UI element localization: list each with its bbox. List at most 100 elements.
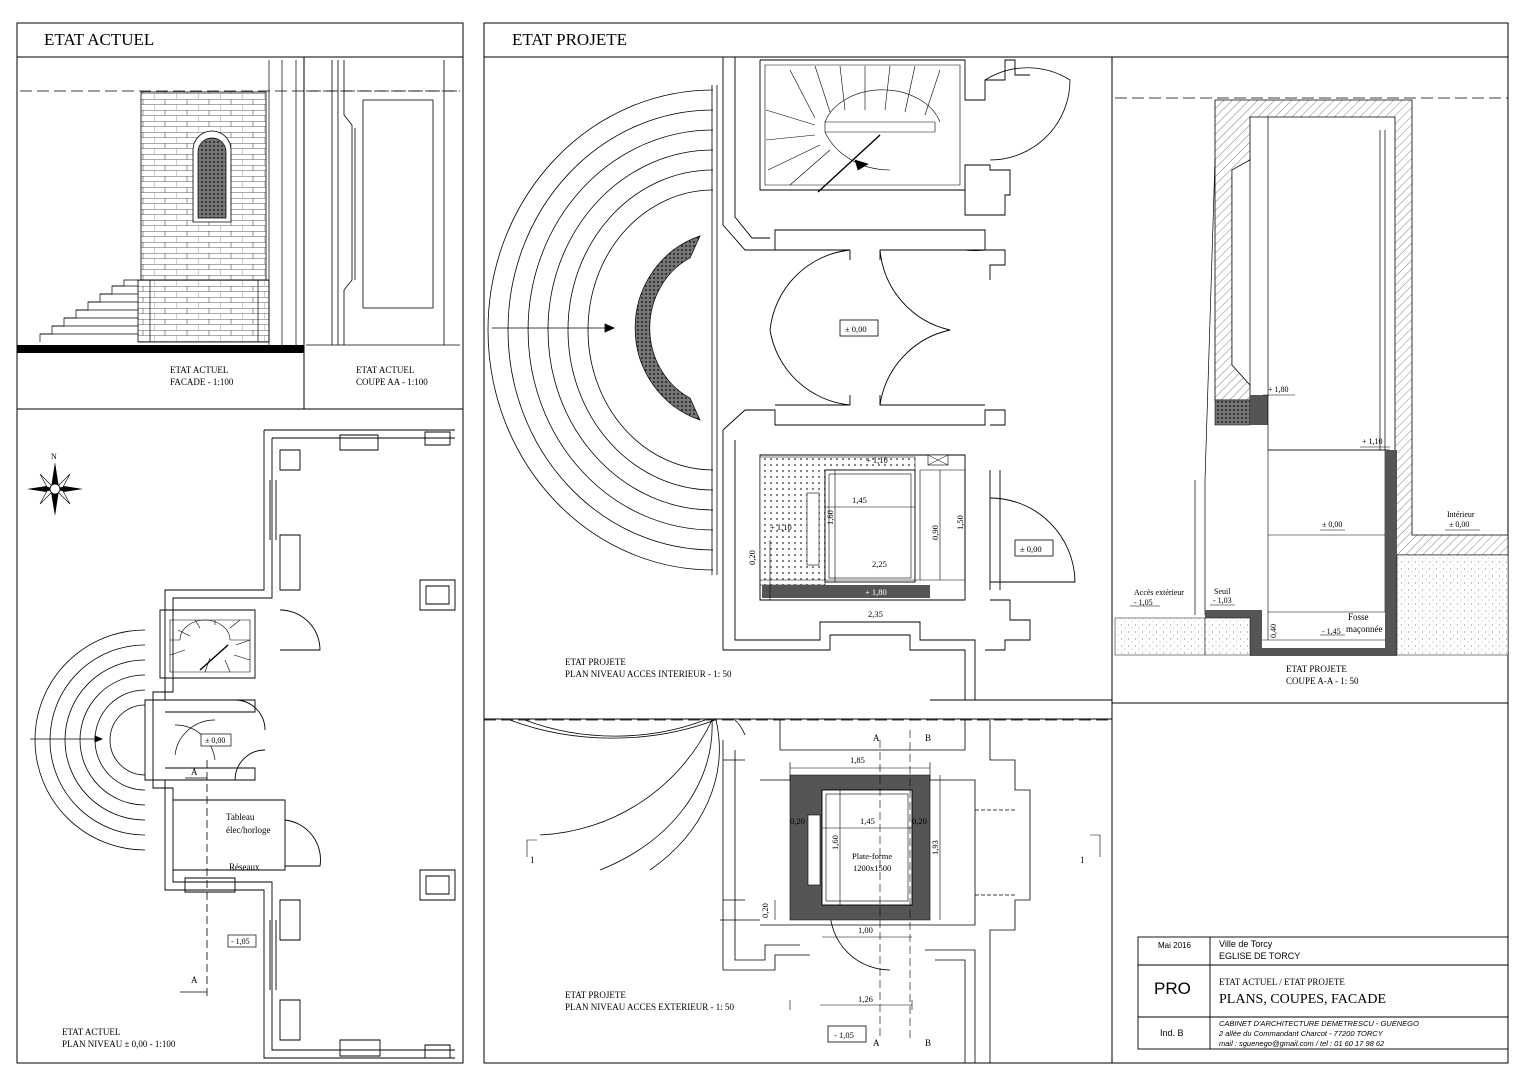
dim-int-225: 2,25	[872, 559, 887, 569]
plan-actuel-section-a	[180, 760, 208, 1000]
plan-actuel-stair	[169, 619, 251, 673]
plan-actuel-ext-level-box	[227, 934, 257, 948]
plan-actuel-walls	[144, 429, 456, 1059]
plan-interieur-level-right: ± 0,00	[1020, 544, 1042, 554]
title-phase: PRO	[1154, 979, 1191, 998]
plan-interieur-level: ± 0,00	[845, 324, 867, 334]
coupe-acces-ext: Accès extérieur	[1134, 588, 1184, 597]
caption-facade-2: FACADE - 1:100	[170, 377, 234, 387]
plan-interieur-arcs	[487, 85, 718, 575]
section-b-bottom: B	[925, 1038, 931, 1048]
title-block	[1137, 936, 1509, 1050]
plan-exterieur-level: - 1,05	[834, 1030, 854, 1040]
caption-plan-actuel-1: ETAT ACTUEL	[62, 1027, 120, 1037]
plan-actuel-arcs	[30, 629, 146, 851]
section-b-top: B	[925, 733, 931, 743]
dim-int-180: + 1,80	[865, 587, 887, 597]
dim-ext-020-bottom: 0,20	[760, 903, 770, 918]
plan-actuel-section-a-top: A	[191, 767, 198, 777]
north-label: N	[51, 452, 57, 461]
caption-plan-exterieur-1: ETAT PROJETE	[565, 990, 626, 1000]
dim-int-top: + 1,10	[866, 455, 888, 465]
coupe-d-040: 0,40	[1269, 624, 1278, 638]
caption-coupe-aa-2: COUPE AA - 1:100	[356, 377, 428, 387]
coupe-acces-ext-lvl: - 1,05	[1134, 598, 1153, 607]
dim-int-020: 0,20	[747, 550, 757, 565]
coupe-fosse-2: maçonnée	[1346, 624, 1382, 634]
coupe-seuil: Seuil	[1214, 587, 1231, 596]
plan-actuel-ext-level: - 1,05	[231, 937, 250, 946]
dim-ext-020-right: 0,20	[912, 816, 927, 826]
header-etat-projete: ETAT PROJETE	[512, 30, 627, 49]
title-client-1: Ville de Torcy	[1219, 939, 1273, 949]
dim-int-160: 1,60	[825, 510, 835, 525]
dim-ext-185: 1,85	[850, 755, 865, 765]
section-a-top: A	[873, 733, 880, 743]
title-date: Mai 2016	[1158, 941, 1191, 950]
plan-interieur-dims	[759, 470, 966, 601]
coupe-fosse-1: Fosse	[1348, 612, 1369, 622]
dim-int-235: 2,35	[868, 609, 883, 619]
caption-plan-interieur-1: ETAT PROJETE	[565, 657, 626, 667]
dim-int-left: + 1,10	[770, 522, 792, 532]
coupe-interieur-lvl: ± 0,00	[1449, 520, 1469, 529]
dim-int-145: 1,45	[852, 495, 867, 505]
dim-ext-160: 1,60	[830, 835, 840, 850]
title-main-1: ETAT ACTUEL / ETAT PROJETE	[1219, 977, 1345, 987]
coupe-interieur: Intérieur	[1447, 510, 1475, 519]
plan-interieur-mesh-ring	[634, 235, 701, 421]
caption-coupe-aa-1: ETAT ACTUEL	[356, 365, 414, 375]
plan-interieur-level-right-box	[1014, 539, 1054, 557]
plan-actuel-tableau-1: Tableau	[226, 812, 255, 822]
caption-coupe-projete-1: ETAT PROJETE	[1286, 664, 1347, 674]
plan-interieur-stair	[764, 64, 961, 193]
north-arrow	[27, 462, 83, 516]
dim-ext-100: 1,00	[858, 925, 873, 935]
title-index: Ind. B	[1160, 1028, 1184, 1038]
coupe-lvl-145: - 1,45	[1322, 627, 1341, 636]
caption-plan-exterieur-2: PLAN NIVEAU ACCES EXTERIEUR - 1: 50	[565, 1002, 734, 1012]
plan-interieur-lift	[759, 454, 965, 598]
section-1-right: 1	[1080, 855, 1085, 865]
coupe-lvl-000: ± 0,00	[1322, 520, 1342, 529]
plan-actuel-level-box	[200, 733, 232, 747]
section-1-left: 1	[530, 855, 535, 865]
coupe-lvl-180: + 1,80	[1268, 385, 1289, 394]
plan-exterieur-dims	[526, 730, 1101, 1040]
title-office-1: CABINET D'ARCHITECTURE DEMETRESCU - GUEN…	[1219, 1019, 1419, 1028]
dim-ext-126: 1,26	[858, 994, 873, 1004]
caption-coupe-projete-2: COUPE A-A - 1: 50	[1286, 676, 1359, 686]
frames	[16, 22, 1509, 1064]
platform-label-1: Plate-forme	[852, 851, 892, 861]
dim-ext-145: 1,45	[860, 816, 875, 826]
plan-actuel-level: ± 0,00	[205, 736, 225, 745]
coupe-projete-drawing	[1114, 97, 1509, 656]
title-office-2: 2 allée du Commandant Charcot - 77200 TO…	[1218, 1029, 1384, 1038]
plan-exterieur-level-box	[827, 1025, 867, 1043]
coupe-aa-actuel-drawing	[306, 60, 460, 346]
plan-actuel-tableau-2: élec/horloge	[226, 825, 270, 835]
dim-ext-020-left: 0,20	[790, 816, 805, 826]
caption-plan-interieur-2: PLAN NIVEAU ACCES INTERIEUR - 1: 50	[565, 669, 732, 679]
section-a-bottom: A	[873, 1038, 880, 1048]
coupe-seuil-lvl: - 1,03	[1213, 596, 1232, 605]
plan-interieur-walls	[722, 57, 1112, 701]
title-office-3: mail : sguenego@gmail.com / tel : 01 60 …	[1219, 1039, 1385, 1048]
plan-actuel-reseaux: Réseaux	[229, 862, 260, 872]
title-client-2: EGLISE DE TORCY	[1219, 951, 1300, 961]
dim-int-090: 0,90	[930, 525, 940, 540]
plan-exterieur-lift	[789, 774, 931, 921]
caption-plan-actuel-2: PLAN NIVEAU ± 0,00 - 1:100	[62, 1039, 176, 1049]
caption-facade-1: ETAT ACTUEL	[170, 365, 228, 375]
platform-label-2: 1200x1500	[853, 863, 891, 873]
plan-actuel-section-a-bottom: A	[191, 975, 198, 985]
coupe-lvl-110: + 1,10	[1362, 437, 1383, 446]
facade-drawing	[17, 60, 460, 353]
dim-ext-193: 1,93	[930, 840, 940, 855]
plan-exterieur-drawing	[484, 719, 1112, 1063]
header-etat-actuel: ETAT ACTUEL	[44, 30, 154, 49]
title-main-2: PLANS, COUPES, FACADE	[1219, 992, 1386, 1007]
plan-interieur-landing	[769, 249, 986, 406]
plan-interieur-level-box	[839, 319, 879, 337]
